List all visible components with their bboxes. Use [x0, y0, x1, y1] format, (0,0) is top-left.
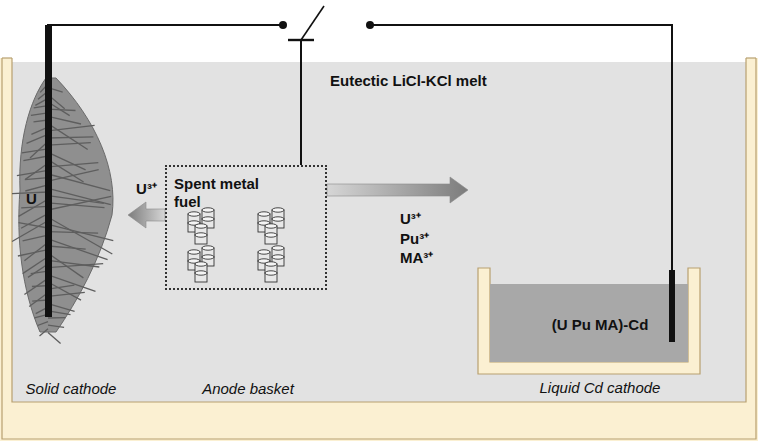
- ion-flow-arrow: [327, 177, 468, 203]
- dendrite-spike: [48, 292, 85, 296]
- cathode-content: (U Pu MA)-Cd: [552, 316, 649, 334]
- vessel-rim: [746, 57, 756, 58]
- salt-bath: Eutectic LiCl-KCl meltU Solid cathode Spen…: [12, 62, 746, 402]
- dendrite-spike: [48, 217, 112, 254]
- dendrite-spike: [18, 250, 48, 256]
- fuel-pellet-top: [188, 250, 200, 254]
- dendrite-spike: [38, 322, 48, 326]
- fuel-pellet-top: [195, 224, 207, 228]
- dendrite-spike: [48, 239, 108, 260]
- dendrite-spike: [24, 278, 48, 294]
- dendrite-spike: [22, 149, 48, 153]
- wire: [48, 25, 283, 80]
- vessel-outline: [2, 58, 756, 439]
- fuel-pellet-top: [202, 246, 214, 250]
- fuel-pellet-top: [272, 255, 284, 259]
- dendrite-spike: [48, 317, 65, 319]
- deposit-label: U: [26, 190, 37, 208]
- dendrite-spike: [48, 152, 86, 169]
- fuel-pellet-top: [258, 250, 270, 254]
- fuel-pellet-top: [195, 262, 207, 266]
- fuel-pellet-top: [265, 224, 277, 228]
- dendrite-spike: [48, 174, 110, 191]
- fuel-pellet-top: [202, 255, 214, 259]
- ion-label: U³⁺ Pu³⁺ MA³⁺: [400, 209, 433, 268]
- dendrite-spike: [25, 178, 48, 180]
- fuel-pellet-top: [202, 217, 214, 221]
- dendrite-spike: [40, 329, 49, 336]
- dendrite-spike: [48, 224, 113, 240]
- vessel-rim: [2, 57, 12, 58]
- solid-cathode: U Solid cathode: [14, 64, 128, 398]
- fuel-pellet-top: [265, 262, 277, 266]
- dendrite-spike: [48, 125, 95, 130]
- dendrite-spike: [23, 156, 48, 161]
- dendrite-spike: [48, 332, 61, 343]
- dendrite-spike: [48, 264, 103, 268]
- dendrite-spike: [48, 232, 98, 234]
- anode-basket: Spent metal fuelAnode basket: [165, 165, 327, 290]
- dendrite-spike: [48, 116, 81, 124]
- fuel-pellet-top: [272, 208, 284, 212]
- crucible: [478, 268, 700, 374]
- fuel-pellet-top: [195, 271, 207, 275]
- dendrite-spike: [27, 134, 49, 143]
- part-name: Solid cathode: [26, 380, 117, 398]
- dendrite-spike: [48, 246, 86, 249]
- vessel-wall: [0, 58, 758, 441]
- dendrite-spike: [48, 109, 76, 110]
- dendrite-spike: [12, 221, 48, 242]
- fuel-pellet-top: [258, 212, 270, 216]
- dendrite-spike: [48, 143, 91, 146]
- wire: [300, 40, 302, 165]
- liquid-cadmium: [490, 284, 688, 362]
- ion-label: U³⁺: [136, 179, 157, 199]
- dendrites: [12, 84, 113, 343]
- liquid-cd-cathode: (U Pu MA)-CdLiquid Cd cathode: [468, 175, 712, 399]
- cathode-lead: [669, 270, 675, 342]
- switch-contact: [279, 21, 287, 29]
- dendrite-spike: [48, 325, 64, 327]
- dendrite-spike: [17, 170, 48, 175]
- dendrite-spike: [19, 223, 48, 228]
- part-name: Anode basket: [202, 380, 294, 398]
- dendrite-spike: [48, 137, 93, 138]
- fuel-pellet-top: [188, 212, 200, 216]
- part-name: Liquid Cd cathode: [540, 379, 661, 397]
- fuel-pellet-top: [272, 217, 284, 221]
- fuel-pellet-top: [272, 246, 284, 250]
- fuel-pellet-top: [195, 233, 207, 237]
- fuel-pellet-top: [265, 233, 277, 237]
- dendrite-spike: [48, 282, 81, 300]
- dendrite-spike: [48, 196, 111, 210]
- switch-contact: [366, 21, 374, 29]
- uranium-deposit: [19, 78, 113, 332]
- cathode-rod: [45, 25, 52, 317]
- vessel-inner-outline: [12, 58, 746, 402]
- fuel-pellets: [188, 208, 284, 282]
- dendrite-spike: [48, 275, 96, 292]
- dendrite-spike: [48, 188, 111, 204]
- basket-content: Spent metal fuel: [174, 175, 274, 211]
- salt-melt: [12, 62, 746, 402]
- switch-lever: [301, 6, 324, 40]
- ion-flow-arrow: [128, 202, 165, 228]
- fuel-pellet-top: [202, 208, 214, 212]
- fuel-pellet-top: [265, 271, 277, 275]
- dendrite-spike: [48, 163, 98, 167]
- dendrite-spike: [23, 235, 48, 241]
- dendrite-spike: [23, 257, 48, 274]
- dendrite-spike: [48, 170, 99, 182]
- bath-label: Eutectic LiCl-KCl melt: [330, 72, 487, 90]
